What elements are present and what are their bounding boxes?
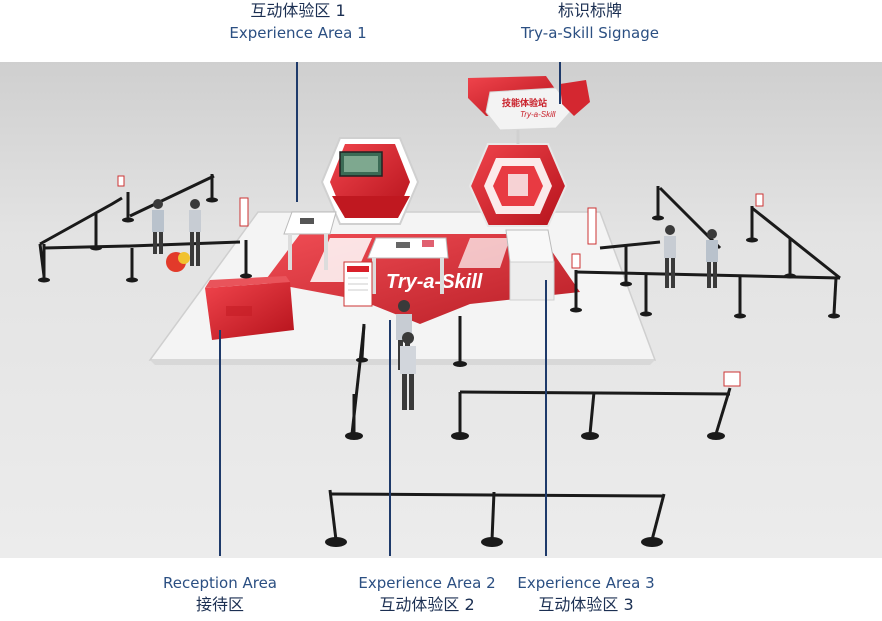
label-signage-en: Try-a-Skill Signage bbox=[521, 24, 659, 42]
label-experience-area-3-zh: 互动体验区 3 bbox=[538, 595, 634, 614]
label-experience-area-2-en: Experience Area 2 bbox=[358, 574, 496, 592]
table-experience-3 bbox=[505, 229, 555, 301]
floor-graphic-white-2 bbox=[458, 238, 510, 268]
label-reception-area-zh: 接待区 bbox=[195, 595, 244, 614]
label-experience-area-2: Experience Area 2 互动体验区 2 bbox=[350, 572, 504, 616]
reception-desk bbox=[205, 276, 294, 340]
signage-text-en: Try-a-Skill bbox=[520, 110, 556, 119]
visitors bbox=[152, 199, 718, 410]
info-board bbox=[343, 261, 373, 307]
try-a-skill-signage: 技能体验站 Try-a-Skill bbox=[468, 76, 590, 131]
leader-line-experience-2 bbox=[389, 320, 391, 556]
kiosk-experience-3 bbox=[468, 126, 568, 227]
leader-line-signage bbox=[559, 62, 561, 104]
label-experience-area-1-zh: 互动体验区 1 bbox=[250, 1, 346, 20]
leader-line-experience-1 bbox=[296, 62, 298, 202]
leader-line-reception bbox=[219, 330, 221, 556]
label-signage: 标识标牌 Try-a-Skill Signage bbox=[500, 0, 680, 44]
label-experience-area-3-en: Experience Area 3 bbox=[517, 574, 655, 592]
signage-text-zh: 技能体验站 bbox=[502, 97, 547, 109]
label-experience-area-2-zh: 互动体验区 2 bbox=[379, 595, 475, 614]
label-experience-area-1-en: Experience Area 1 bbox=[229, 24, 367, 42]
label-signage-zh: 标识标牌 bbox=[557, 1, 622, 20]
booth-scene-svg: Try-a-Skill 技能体验站 Try-a-Skill bbox=[38, 76, 841, 547]
blank-box bbox=[74, 583, 120, 613]
leader-line-experience-3 bbox=[545, 280, 547, 556]
table-experience-2 bbox=[367, 237, 449, 294]
label-reception-area: Reception Area 接待区 bbox=[150, 572, 290, 616]
standing-signs bbox=[117, 175, 764, 387]
queue-barriers bbox=[38, 174, 841, 547]
kiosk-experience-1 bbox=[320, 137, 420, 225]
label-reception-area-en: Reception Area bbox=[163, 574, 277, 592]
table-experience-1 bbox=[283, 211, 337, 270]
booth-rendering: Try-a-Skill 技能体验站 Try-a-Skill bbox=[0, 62, 882, 558]
label-experience-area-1: 互动体验区 1 Experience Area 1 bbox=[216, 0, 380, 44]
label-experience-area-3: Experience Area 3 互动体验区 3 bbox=[508, 572, 664, 616]
floor-graphic-text: Try-a-Skill bbox=[386, 271, 483, 293]
